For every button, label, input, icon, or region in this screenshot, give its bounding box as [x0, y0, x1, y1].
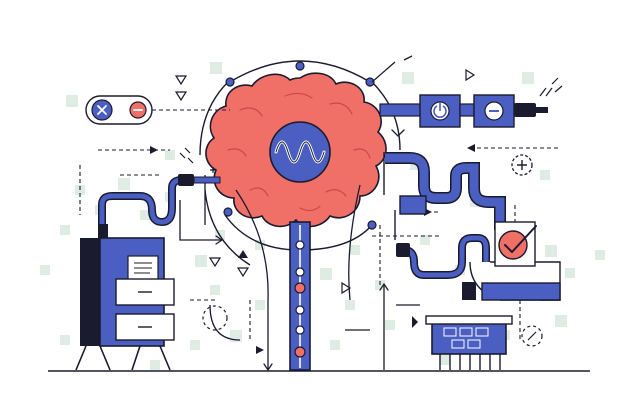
brain-stem	[289, 221, 311, 371]
arrow-heads	[215, 129, 405, 372]
server-cabinet-icon	[75, 224, 175, 371]
small-marks	[179, 77, 563, 341]
circuit-board-icon	[396, 234, 513, 370]
plus-icon	[511, 154, 533, 176]
control-pill	[85, 95, 153, 125]
pipe-blocks	[399, 195, 561, 301]
minus-icon	[484, 101, 504, 121]
close-icon	[91, 99, 113, 121]
minus-icon	[129, 101, 147, 119]
wave-icon	[269, 121, 331, 183]
power-modules	[379, 94, 515, 128]
right-cable	[385, 152, 506, 230]
power-icon	[430, 101, 450, 121]
left-cable	[98, 174, 221, 230]
connector-lines	[179, 55, 420, 370]
plug-icon	[514, 87, 553, 117]
orbit-nodes	[223, 61, 377, 230]
checkmark-icon	[494, 221, 537, 267]
outline-triangles	[174, 68, 476, 295]
dashed-circles	[202, 305, 543, 347]
